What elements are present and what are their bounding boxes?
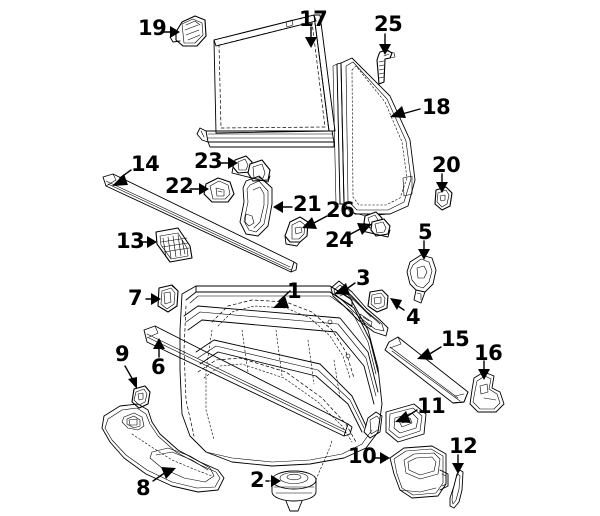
callout-label-25[interactable]: 25 bbox=[374, 12, 403, 36]
part-14-upper-belt-molding bbox=[102, 173, 298, 273]
callout-label-11[interactable]: 11 bbox=[417, 394, 446, 418]
callout-label-12[interactable]: 12 bbox=[449, 434, 478, 458]
part-12-lock-knob-rod bbox=[449, 469, 464, 509]
part-22-glass-stop-bumper bbox=[203, 177, 235, 203]
callout-label-22[interactable]: 22 bbox=[165, 174, 194, 198]
part-9-armrest-screw-cover bbox=[131, 385, 151, 409]
callout-label-7[interactable]: 7 bbox=[128, 286, 143, 310]
part-2-speaker bbox=[271, 439, 333, 512]
part-16-guide-end-cap bbox=[469, 371, 505, 413]
callout-label-1[interactable]: 1 bbox=[287, 279, 302, 303]
part-18-quarter-vent-glass bbox=[332, 57, 416, 217]
callout-leaders bbox=[112, 26, 490, 487]
callout-label-6[interactable]: 6 bbox=[151, 355, 166, 379]
part-4-clip-retainer-small bbox=[367, 289, 389, 313]
part-26-regulator-roller-clip bbox=[284, 216, 309, 247]
callout-label-13[interactable]: 13 bbox=[116, 229, 145, 253]
part-15-window-guide-channel bbox=[384, 336, 469, 404]
callout-label-4[interactable]: 4 bbox=[406, 305, 421, 329]
callout-label-24[interactable]: 24 bbox=[325, 228, 354, 252]
part-8-armrest-pull-handle bbox=[101, 403, 225, 493]
callout-label-8[interactable]: 8 bbox=[136, 476, 151, 500]
callout-label-21[interactable]: 21 bbox=[293, 192, 322, 216]
part-5-latch-striker-bracket bbox=[406, 254, 437, 304]
callout-label-16[interactable]: 16 bbox=[474, 341, 503, 365]
callout-label-19[interactable]: 19 bbox=[138, 16, 167, 40]
callout-label-20[interactable]: 20 bbox=[432, 153, 461, 177]
part-10-door-pull-cup bbox=[389, 445, 449, 499]
part-7-retainer-clip bbox=[157, 284, 179, 313]
callout-label-9[interactable]: 9 bbox=[115, 342, 130, 366]
callout-label-18[interactable]: 18 bbox=[422, 95, 451, 119]
part-17-door-window-glass bbox=[196, 14, 336, 148]
part-13-speaker-grille bbox=[155, 227, 193, 263]
part-20-glass-run-clip bbox=[434, 186, 453, 211]
part-21-window-regulator-guide bbox=[239, 175, 273, 237]
callout-label-15[interactable]: 15 bbox=[441, 327, 470, 351]
part-1-door-trim-panel bbox=[179, 285, 383, 467]
callout-label-10[interactable]: 10 bbox=[348, 444, 377, 468]
callout-label-26[interactable]: 26 bbox=[326, 198, 355, 222]
part-24-glass-bracket bbox=[361, 211, 391, 238]
callout-label-2[interactable]: 2 bbox=[250, 468, 265, 492]
callout-label-5[interactable]: 5 bbox=[418, 220, 433, 244]
part-6-lower-belt-molding bbox=[143, 325, 353, 437]
part-25-hinge-screw bbox=[376, 49, 396, 85]
callout-label-14[interactable]: 14 bbox=[131, 152, 160, 176]
callout-label-3[interactable]: 3 bbox=[356, 266, 371, 290]
callout-label-23[interactable]: 23 bbox=[194, 149, 223, 173]
callout-label-17[interactable]: 17 bbox=[299, 7, 328, 31]
part-23-division-channel-clip bbox=[231, 155, 271, 183]
